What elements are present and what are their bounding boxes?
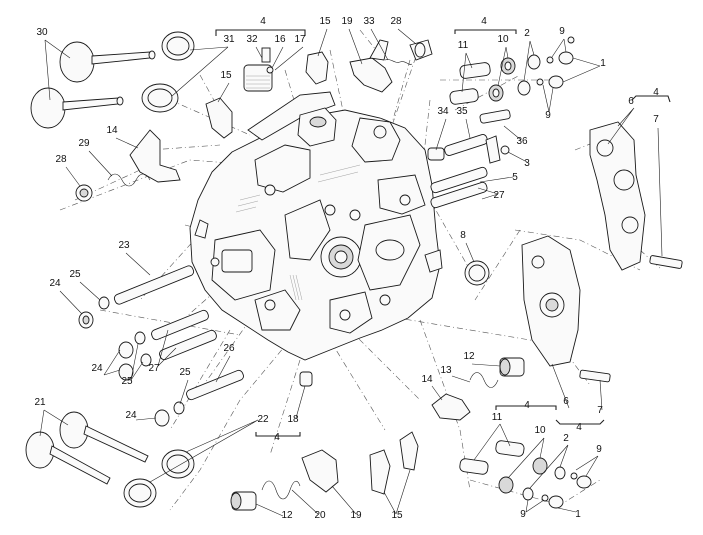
callout-c8: 8 — [460, 230, 466, 241]
callout-c19b: 19 — [350, 510, 362, 521]
callout-c4f: 4 — [524, 400, 530, 411]
callout-c32: 32 — [246, 34, 258, 45]
callout-c2b: 2 — [563, 433, 569, 444]
callout-c15b: 15 — [220, 70, 232, 81]
callout-c33: 33 — [363, 16, 375, 27]
callout-c9a: 9 — [559, 26, 565, 37]
callout-c5: 5 — [512, 172, 518, 183]
callout-c4e: 4 — [576, 422, 582, 433]
center-right-pins — [427, 109, 511, 286]
callout-c4b: 4 — [481, 16, 487, 27]
callout-c14a: 14 — [106, 125, 118, 136]
callout-c12b: 12 — [281, 510, 293, 521]
callout-c13: 13 — [440, 365, 452, 376]
callout-c2a: 2 — [524, 28, 530, 39]
callout-c25b: 25 — [121, 376, 133, 387]
callout-c14b: 14 — [421, 374, 433, 385]
callout-c10a: 10 — [497, 34, 509, 45]
cylinder-head-body — [189, 91, 443, 361]
callout-c9d: 9 — [520, 509, 526, 520]
callout-c7b: 7 — [597, 405, 603, 416]
callout-c6b: 6 — [563, 396, 569, 407]
callout-c24a: 24 — [49, 278, 61, 289]
callout-c11a: 11 — [458, 40, 469, 51]
callout-c27b: 27 — [148, 363, 160, 374]
callout-c22: 22 — [257, 414, 269, 425]
callout-c4c: 4 — [653, 87, 659, 98]
callout-c9b: 9 — [545, 110, 551, 121]
callout-c16: 16 — [274, 34, 286, 45]
callout-c15a: 15 — [319, 16, 331, 27]
callout-c25a: 25 — [69, 269, 81, 280]
callout-c7a: 7 — [653, 114, 659, 125]
left-rocker-parts — [75, 129, 181, 202]
callout-c11b: 11 — [492, 412, 503, 423]
callout-c24b: 24 — [91, 363, 103, 374]
callout-c25c: 25 — [179, 367, 191, 378]
left-tubes-seals — [78, 265, 313, 427]
callout-c31: 31 — [223, 34, 235, 45]
callout-c36: 36 — [516, 136, 528, 147]
valve-group-top-right — [449, 36, 575, 105]
callout-c26: 26 — [223, 343, 235, 354]
callout-c27a: 27 — [493, 190, 505, 201]
callout-c30: 30 — [36, 27, 48, 38]
callout-c24c: 24 — [125, 410, 137, 421]
callout-c28b: 28 — [55, 154, 67, 165]
exhaust-valves-bottom — [25, 411, 195, 508]
callout-c34: 34 — [437, 106, 449, 117]
callout-c12a: 12 — [463, 351, 475, 362]
callout-c10b: 10 — [534, 425, 546, 436]
top-center-parts — [205, 39, 433, 139]
callout-c29: 29 — [78, 138, 90, 149]
callout-c18: 18 — [287, 414, 299, 425]
callout-c21: 21 — [34, 397, 46, 408]
leader-lines — [39, 28, 663, 517]
intake-valves-top — [30, 31, 195, 129]
valve-group-bottom-right — [431, 357, 592, 509]
callout-c3: 3 — [524, 158, 530, 169]
callout-c19a: 19 — [341, 16, 353, 27]
callout-c4d: 4 — [274, 432, 280, 443]
callout-c1b: 1 — [575, 509, 581, 520]
callout-c6a: 6 — [628, 96, 634, 107]
callout-c9c: 9 — [596, 444, 602, 455]
callout-c28a: 28 — [390, 16, 402, 27]
callout-c20: 20 — [314, 510, 326, 521]
callout-c4a: 4 — [260, 16, 266, 27]
group-brackets — [215, 29, 671, 437]
callout-c15c: 15 — [391, 510, 403, 521]
callout-c35: 35 — [456, 106, 468, 117]
camshaft-bearing-caps — [521, 121, 683, 383]
callout-c17: 17 — [294, 34, 306, 45]
callout-c23: 23 — [118, 240, 130, 251]
callout-c1a: 1 — [600, 58, 606, 69]
bottom-center-parts — [230, 431, 419, 511]
